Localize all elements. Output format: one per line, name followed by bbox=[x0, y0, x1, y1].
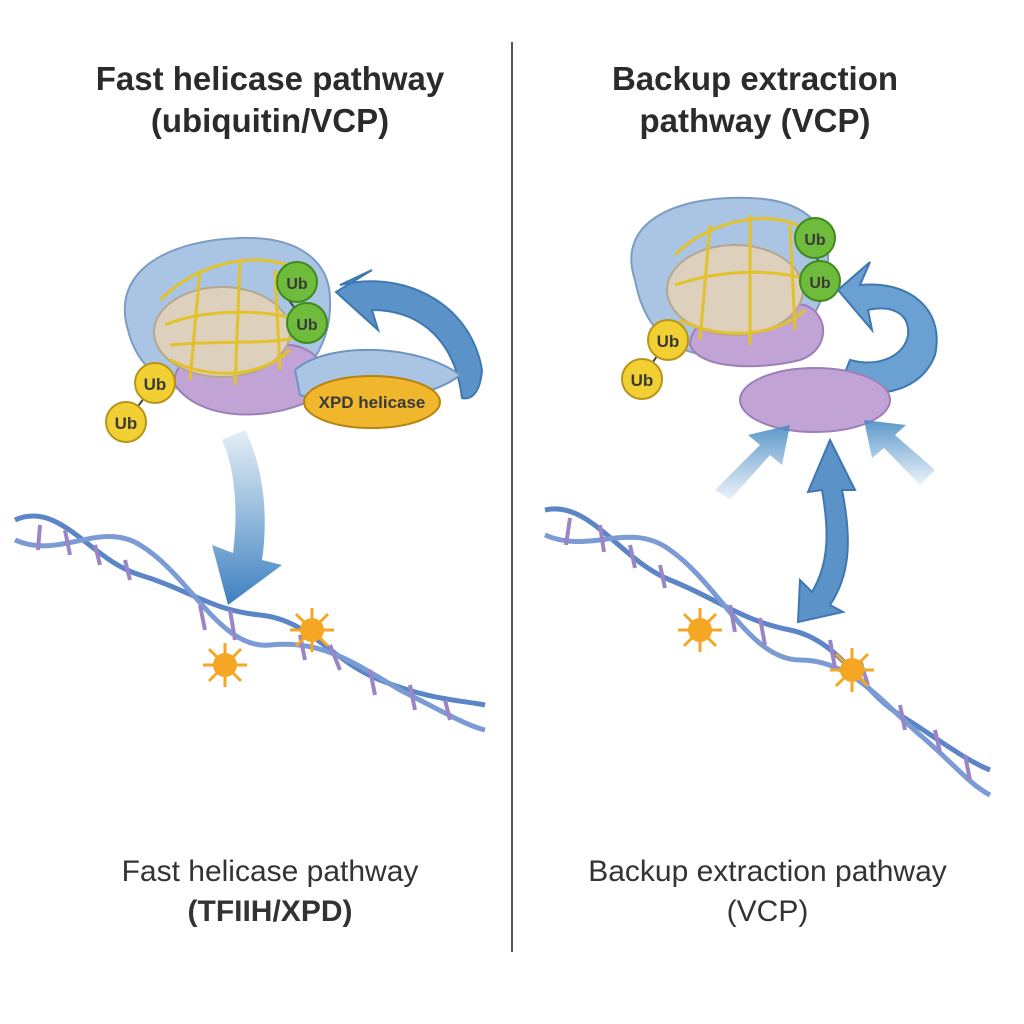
right-dna-helix bbox=[543, 506, 992, 798]
left-complex-cage bbox=[158, 258, 301, 386]
left-ub-4-label: Ub bbox=[296, 317, 318, 334]
right-complex-cage bbox=[673, 215, 811, 345]
right-double-arrow bbox=[796, 437, 857, 624]
right-ub-chain: Ub Ub Ub Ub bbox=[621, 217, 841, 400]
right-ub-1-label: Ub bbox=[657, 332, 680, 351]
left-ub-chain: Ub Ub Ub Ub bbox=[105, 261, 328, 443]
left-caption-line2: (TFIIH/XPD) bbox=[187, 895, 353, 928]
right-side-arrow-right bbox=[864, 420, 935, 485]
left-title-line1: Fast helicase pathway bbox=[95, 60, 445, 97]
left-xpd-helicase: XPD helicase bbox=[303, 375, 441, 429]
right-title-line2: pathway (VCP) bbox=[639, 102, 871, 139]
left-title-line2: (ubiquitin/VCP) bbox=[150, 102, 390, 139]
right-ub-2 bbox=[621, 358, 663, 400]
left-recruit-arrow bbox=[334, 269, 484, 400]
left-helicase-label: XPD helicase bbox=[319, 393, 426, 412]
left-dna-lesions bbox=[203, 608, 334, 687]
right-title-line1: Backup extraction bbox=[611, 60, 899, 97]
right-ub-4 bbox=[799, 260, 841, 302]
right-ub-2-label: Ub bbox=[631, 371, 654, 390]
right-side-arrow-left bbox=[715, 425, 790, 500]
right-dna-lesions bbox=[678, 608, 874, 692]
right-caption-line2: (VCP) bbox=[726, 895, 809, 928]
right-ub-3 bbox=[794, 217, 836, 259]
right-ub-1 bbox=[647, 319, 689, 361]
right-caption-line1: Backup extraction pathway bbox=[588, 855, 947, 888]
right-title: Backup extraction pathway (VCP) bbox=[525, 58, 985, 142]
right-caption: Backup extraction pathway (VCP) bbox=[525, 852, 1010, 932]
right-ub-3-label: Ub bbox=[804, 232, 826, 249]
left-ub-4 bbox=[286, 302, 328, 344]
right-ub-4-label: Ub bbox=[809, 275, 831, 292]
left-ub-2 bbox=[105, 401, 147, 443]
left-caption: Fast helicase pathway (TFIIH/XPD) bbox=[40, 852, 500, 932]
left-ub-2-label: Ub bbox=[115, 414, 138, 433]
right-vcp-unit bbox=[739, 367, 891, 433]
left-ub-3 bbox=[276, 261, 318, 303]
left-caption-line1: Fast helicase pathway bbox=[121, 855, 419, 888]
left-dna-helix bbox=[13, 513, 486, 733]
left-title: Fast helicase pathway (ubiquitin/VCP) bbox=[40, 58, 500, 142]
left-down-arrow bbox=[212, 430, 282, 605]
left-ub-1 bbox=[134, 362, 176, 404]
right-complex-core bbox=[666, 244, 804, 336]
left-ub-1-label: Ub bbox=[144, 375, 167, 394]
panel-divider bbox=[511, 42, 513, 952]
left-ub-3-label: Ub bbox=[286, 276, 308, 293]
right-complex bbox=[630, 196, 830, 368]
